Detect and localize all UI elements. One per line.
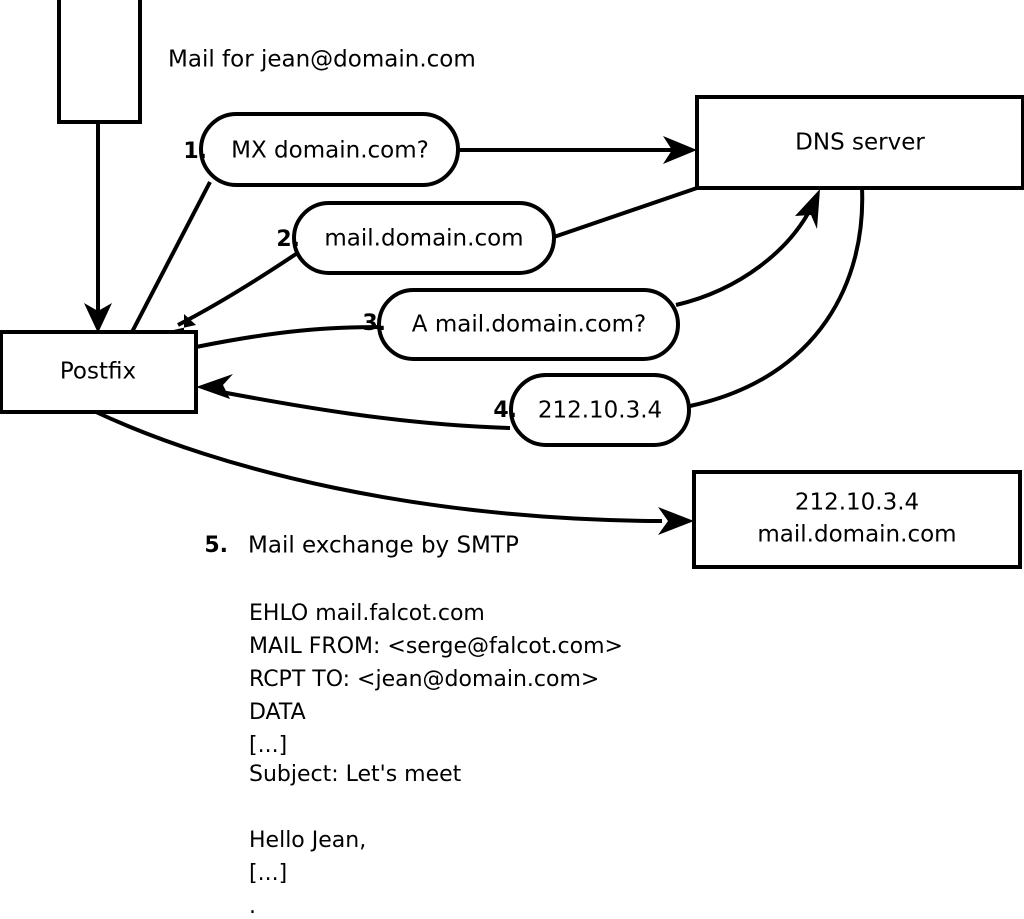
arrowhead-icon <box>795 189 820 229</box>
arrowhead-icon <box>160 314 196 333</box>
transcript-line-1: MAIL FROM: <serge@falcot.com> <box>249 634 623 659</box>
step-1-pill[interactable] <box>199 112 460 187</box>
edge-sender-to-postfix <box>84 122 112 333</box>
transcript-line-5: Subject: Let's meet <box>249 762 462 787</box>
dns-server-node[interactable]: DNS server <box>695 95 1024 190</box>
arrowhead-icon <box>663 136 697 164</box>
dns-server-box-label: DNS server <box>795 130 925 156</box>
arrowhead-icon <box>84 303 112 333</box>
postfix-node[interactable]: Postfix <box>0 330 198 414</box>
step-2-bubble[interactable]: mail.domain.com <box>292 201 556 275</box>
step-1-label: MX domain.com? <box>231 138 429 164</box>
step-3-bubble[interactable]: A mail.domain.com? <box>377 288 680 361</box>
step-2-number: 2. <box>276 227 300 252</box>
postfix-box[interactable] <box>0 330 198 414</box>
edge-postfix-to-target-smtp <box>95 410 694 535</box>
step-4-number: 4. <box>493 398 517 423</box>
target-mailserver-node[interactable]: 212.10.3.4 mail.domain.com <box>692 470 1022 569</box>
step-4-label: 212.10.3.4 <box>538 398 662 424</box>
transcript-line-2: RCPT TO: <jean@domain.com> <box>249 667 599 692</box>
step-3-number: 3. <box>362 311 386 336</box>
arrowhead-icon <box>658 507 694 535</box>
step-1-number: 1. <box>183 139 207 164</box>
edge-step1-to-dns <box>458 136 697 164</box>
edge-step3-to-dns <box>675 189 820 307</box>
sender-box[interactable] <box>57 0 142 124</box>
target-box-ip: 212.10.3.4 <box>795 490 919 516</box>
step-4-bubble[interactable]: 212.10.3.4 <box>509 373 691 447</box>
step-2-label: mail.domain.com <box>324 226 523 252</box>
transcript-line-8: [...] <box>249 861 287 886</box>
edge-step4-to-postfix <box>196 374 511 430</box>
edge-dns-to-step4 <box>689 187 865 408</box>
target-mailserver-box[interactable] <box>692 470 1022 569</box>
step-5-number: 5. <box>204 533 228 558</box>
transcript-line-3: DATA <box>249 700 306 725</box>
target-box-hostname: mail.domain.com <box>757 522 956 548</box>
edge-step2-to-postfix <box>160 252 298 333</box>
step-5-label: Mail exchange by SMTP <box>248 533 519 559</box>
postfix-box-label: Postfix <box>60 359 136 385</box>
dns-server-box[interactable] <box>695 95 1024 190</box>
step-4-pill[interactable] <box>509 373 691 447</box>
step-3-label: A mail.domain.com? <box>412 312 646 338</box>
transcript-line-0: EHLO mail.falcot.com <box>249 601 485 626</box>
edge-dns-to-step2 <box>547 186 698 241</box>
step-2-pill[interactable] <box>292 201 556 275</box>
edge-step1-tail <box>130 181 212 333</box>
transcript-line-4: [...] <box>249 733 287 758</box>
step-1-bubble[interactable]: MX domain.com? <box>199 112 460 187</box>
mail-for-note: Mail for jean@domain.com <box>168 47 476 73</box>
transcript-line-7: Hello Jean, <box>249 828 366 853</box>
arrowhead-icon <box>196 374 233 399</box>
transcript-line-9: . <box>249 894 256 919</box>
step-3-pill[interactable] <box>377 288 680 361</box>
edge-postfix-to-step3 <box>195 325 383 349</box>
